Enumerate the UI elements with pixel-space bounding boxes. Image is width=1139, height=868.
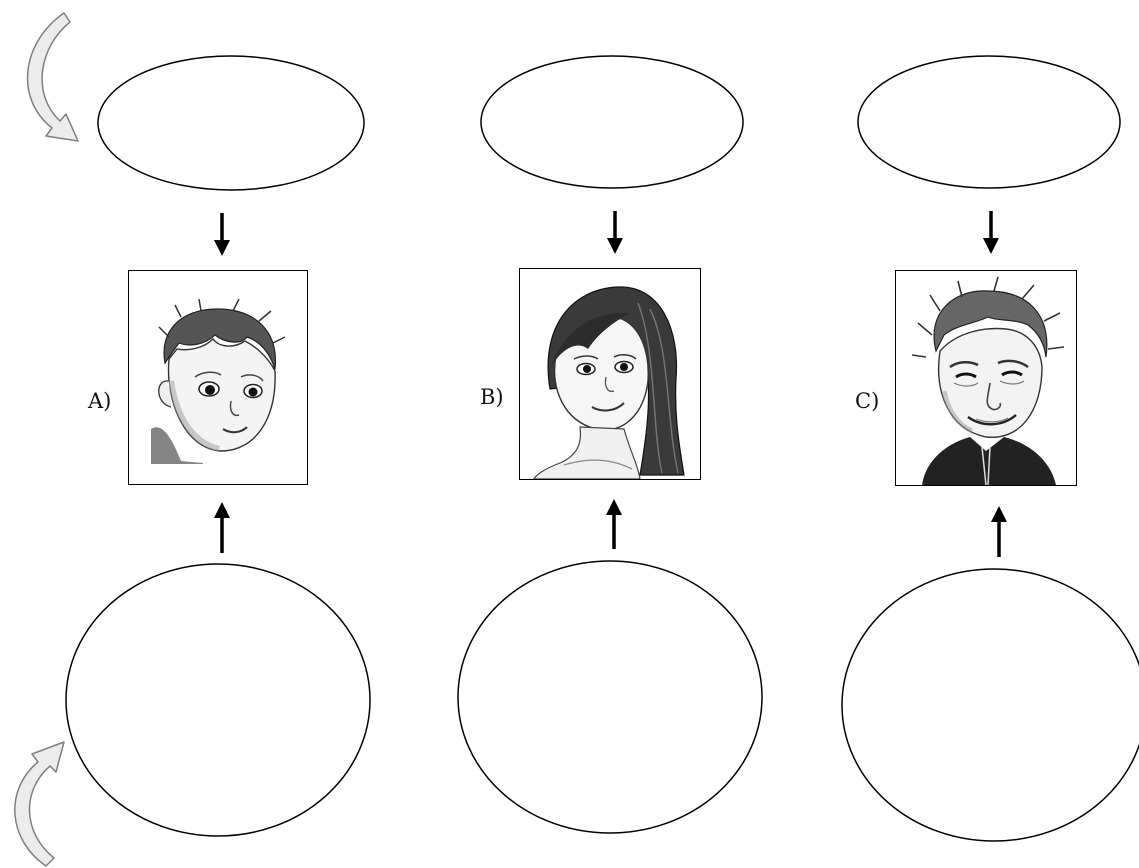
top-ellipse-c[interactable]: [857, 55, 1121, 189]
panel-label-c: C): [855, 389, 880, 413]
bottom-circle-b[interactable]: [457, 560, 763, 834]
arrow-up-icon: [991, 506, 1007, 557]
curved-arrow-up-right-icon: [14, 741, 65, 867]
curved-arrow-down-right-icon: [26, 12, 79, 142]
arrow-up-icon: [214, 502, 230, 553]
portrait-baby-sketch: [128, 270, 308, 485]
arrow-down-icon: [214, 213, 230, 256]
arrow-up-icon: [606, 499, 622, 549]
old-man-sketch-image: [911, 276, 1065, 485]
panel-label-a: A): [88, 389, 112, 413]
bottom-circle-a[interactable]: [65, 563, 371, 837]
girl-sketch-image: [533, 286, 685, 479]
baby-sketch-image: [151, 298, 286, 464]
portrait-old-man-sketch: [895, 270, 1077, 486]
portrait-girl-sketch: [519, 268, 701, 480]
arrow-down-icon: [983, 211, 999, 254]
panel-label-b: B): [480, 385, 504, 409]
top-ellipse-a[interactable]: [97, 55, 365, 191]
arrow-down-icon: [607, 211, 623, 254]
top-ellipse-b[interactable]: [480, 55, 744, 189]
bottom-circle-c[interactable]: [841, 568, 1139, 842]
